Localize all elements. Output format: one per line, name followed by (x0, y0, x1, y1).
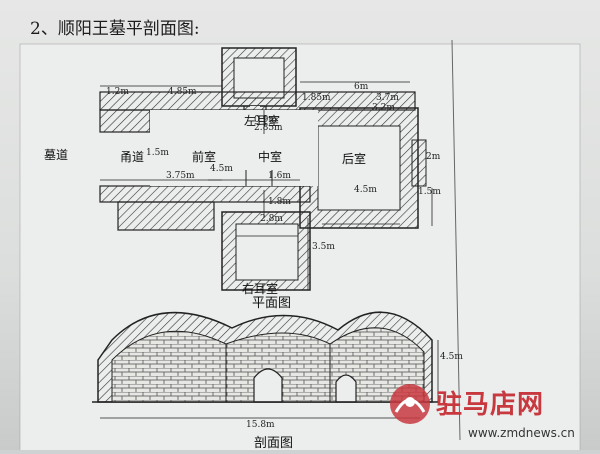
dim-label: 3.7m (376, 93, 399, 103)
room-label-zuoershi: 左耳室 (244, 114, 281, 128)
dim-label: 6m (354, 82, 369, 92)
dim-label: 1.8m (268, 197, 291, 207)
dim-label: 4.85m (168, 87, 197, 97)
page-title: 2、顺阳王墓平剖面图: (30, 19, 200, 39)
watermark-url: www.zmdnews.cn (468, 426, 575, 440)
lower-wall-step (117, 201, 215, 231)
dim-label: 0.9m (254, 115, 277, 125)
dim-label: 1.85m (302, 93, 331, 103)
section-caption: 剖面图 (254, 436, 294, 451)
passage-upper-wall (99, 109, 151, 133)
doorway-rear (335, 374, 357, 403)
dim-label: 4.5m (354, 185, 377, 195)
dim-label: 1.6m (268, 171, 291, 181)
dim-label: 3.2m (372, 103, 395, 113)
plan-caption: 平面图 (252, 296, 292, 311)
section-drawing (92, 311, 440, 419)
dim-label: 1.5m (146, 148, 169, 158)
doorway-middle (253, 368, 283, 403)
tomb-drawing (19, 39, 581, 454)
section-height-label: 4.5m (440, 352, 463, 362)
chamber-floor (150, 110, 318, 186)
room-label-yongdao: 甬道 (120, 150, 145, 164)
plan-drawing (99, 47, 433, 291)
dim-label: 2m (426, 152, 441, 162)
room-label-mudao: 墓道 (44, 148, 69, 162)
right-ear-chamber-room (235, 223, 299, 281)
fold-line (451, 39, 461, 441)
dim-label: 1.5m (418, 187, 441, 197)
room-label-zhongshi: 中室 (258, 150, 283, 164)
rear-chamber-niche (411, 139, 427, 187)
dim-label: 4.5m (210, 164, 233, 174)
dimension-lines (100, 81, 433, 290)
section-length-label: 15.8m (246, 420, 275, 430)
dim-label: 1.2m (106, 87, 129, 97)
watermark-brand: 驻马店网 (436, 390, 545, 420)
dim-label: 2.85m (254, 123, 283, 133)
room-label-youershi: 右耳室 (242, 282, 279, 296)
watermark-logo-icon (390, 384, 430, 424)
dim-label: 3.5m (312, 242, 335, 252)
dim-label: 3.75m (166, 171, 195, 181)
drawing-sheet: 墓道 甬道 前室 中室 后室 左耳室 右耳室 1.2m 4.85m 6m 1.8… (0, 39, 600, 454)
room-label-houshi: 后室 (342, 152, 367, 166)
rear-chamber-room (317, 125, 401, 211)
dim-label: 2.8m (260, 214, 283, 224)
watermark: 驻马店网 www.zmdnews.cn (388, 382, 598, 448)
room-label-qianshi: 前室 (192, 150, 217, 164)
